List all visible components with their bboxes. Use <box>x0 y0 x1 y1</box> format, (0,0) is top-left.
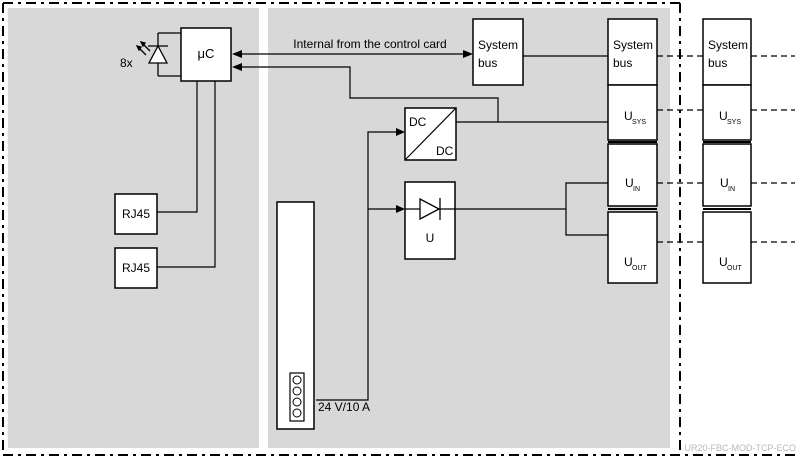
rj45-port-top <box>114 193 158 235</box>
dcdc-bottom-label: DC <box>436 144 454 158</box>
system-bus-line2: bus <box>478 56 497 70</box>
dcdc-converter <box>404 107 457 161</box>
arrowhead-left <box>232 50 242 58</box>
power-connector <box>289 372 305 422</box>
next-usys-sub: SYS <box>727 119 741 126</box>
next-systembus-line1: System <box>708 38 748 52</box>
rj45-connection-lines <box>157 81 216 268</box>
diode-box-label: U <box>426 231 435 245</box>
connector-pins <box>292 375 302 418</box>
outer-dashed-border <box>2 2 800 456</box>
feedback-line <box>240 66 499 122</box>
dcdc-top-label: DC <box>409 115 427 129</box>
slot-uin-sub: IN <box>633 186 640 193</box>
next-systembus-line2: bus <box>708 56 727 70</box>
system-bus-box <box>472 18 524 86</box>
rj45-top-label: RJ45 <box>122 207 150 221</box>
diagram-id-watermark: UR20-FBC-MOD-TCP-ECO <box>685 443 797 453</box>
slot-usys-main: U <box>624 109 633 123</box>
slot-uout-sub: OUT <box>632 265 648 272</box>
power-supply-label: 24 V/10 A <box>318 400 370 414</box>
slot-usys-sub: SYS <box>632 119 646 126</box>
arrowhead-dcdc-in <box>396 128 405 136</box>
right-panel <box>268 8 670 448</box>
slot-uout-main: U <box>624 255 633 269</box>
supply-line <box>316 131 398 401</box>
next-uout-main: U <box>719 255 728 269</box>
internal-link-label: Internal from the control card <box>293 37 446 51</box>
next-module-column <box>702 18 752 284</box>
rj45-port-bottom <box>114 247 158 289</box>
next-uout-sub: OUT <box>727 265 743 272</box>
arrowhead-diode-in <box>396 205 405 213</box>
arrowhead-right <box>463 50 473 58</box>
diode-box <box>404 181 456 260</box>
slot-systembus-line2: bus <box>613 56 632 70</box>
bus-continuation-lines <box>657 55 795 243</box>
arrowhead-feedback <box>232 63 242 71</box>
next-uin-main: U <box>720 176 729 190</box>
system-bus-line1: System <box>478 38 518 52</box>
slot-systembus-line1: System <box>613 38 653 52</box>
next-uin-sub: IN <box>728 186 735 193</box>
microcontroller-box <box>180 27 232 82</box>
microcontroller-label: μC <box>198 46 215 61</box>
diode-symbol <box>405 197 455 221</box>
led-symbol <box>135 32 181 77</box>
slot-uin-main: U <box>625 176 634 190</box>
next-usys-main: U <box>719 109 728 123</box>
module-slot-column <box>607 18 658 284</box>
rj45-bottom-label: RJ45 <box>122 261 150 275</box>
diode-output-line <box>455 182 608 236</box>
led-count-label: 8x <box>120 56 133 70</box>
